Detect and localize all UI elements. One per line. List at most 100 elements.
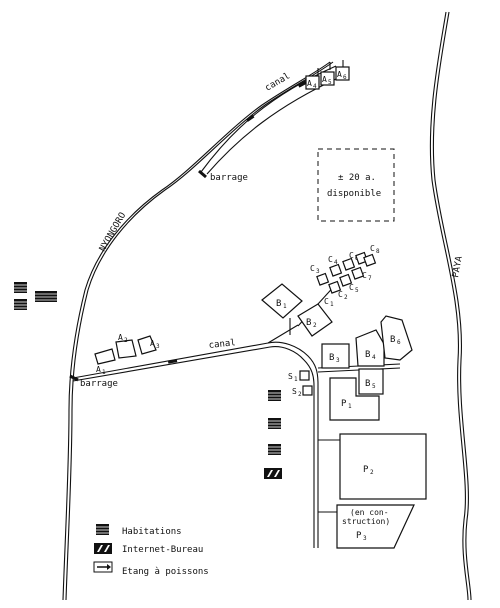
plot-c7: C 7 <box>355 251 372 282</box>
svg-text:1: 1 <box>294 376 298 383</box>
legend-habitations-label: Habitations <box>122 527 182 537</box>
svg-text:P: P <box>363 465 369 475</box>
svg-text:C: C <box>349 251 354 260</box>
legend-fish-pond-label: Etang à poissons <box>122 567 209 577</box>
legend: Habitations Internet-Bureau Etang à pois… <box>93 523 209 577</box>
svg-text:4: 4 <box>313 83 317 90</box>
plot-s1: S 1 <box>288 370 310 383</box>
svg-text:2: 2 <box>344 294 348 301</box>
legend-internet-bureau-icon <box>94 543 112 554</box>
svg-text:A: A <box>150 339 155 348</box>
svg-text:B: B <box>390 335 395 345</box>
svg-text:2: 2 <box>370 469 374 476</box>
svg-text:1: 1 <box>330 301 334 308</box>
svg-text:C: C <box>328 255 333 264</box>
svg-text:B: B <box>329 353 334 363</box>
plot-c3: C 3 <box>310 264 330 286</box>
svg-text:B: B <box>365 350 370 360</box>
plot-a1: A 1 <box>94 348 116 376</box>
svg-text:P: P <box>341 399 347 409</box>
svg-text:3: 3 <box>156 343 160 350</box>
svg-text:2: 2 <box>298 391 302 398</box>
svg-text:C: C <box>324 297 329 306</box>
plot-b2: B 2 <box>297 303 333 337</box>
lower-canal-label: canal <box>208 338 236 351</box>
plot-s2: S 2 <box>292 385 313 398</box>
available-area: ± 20 a. disponible <box>317 148 395 222</box>
plot-a3: A 3 <box>137 335 160 355</box>
lower-dam-label: barrage <box>80 379 118 389</box>
plot-c4: C 4 <box>328 255 343 277</box>
svg-text:1: 1 <box>348 403 352 410</box>
plot-b1: B 1 <box>261 283 303 319</box>
svg-text:B: B <box>306 318 311 328</box>
habitation-icon <box>267 417 282 430</box>
svg-text:struction): struction) <box>342 517 390 526</box>
plot-c8: C 8 <box>363 244 380 267</box>
svg-text:7: 7 <box>368 275 372 282</box>
river-label-paya: PAYA <box>451 255 465 279</box>
habitation-icon <box>13 281 28 294</box>
svg-text:1: 1 <box>283 303 287 310</box>
plot-b3: B 3 <box>321 343 350 369</box>
plot-a5: A 5 <box>320 71 335 86</box>
plot-a4: A 4 <box>305 75 320 90</box>
svg-text:3: 3 <box>363 535 367 542</box>
svg-text:3: 3 <box>316 268 320 275</box>
plot-p3: (en con- struction) P 3 <box>336 504 415 549</box>
svg-text:P: P <box>356 531 362 541</box>
river-paya <box>429 11 472 601</box>
plot-c2: C 2 <box>338 273 353 301</box>
habitation-icon <box>267 443 282 456</box>
habitation-icon <box>34 290 58 303</box>
svg-text:B: B <box>365 379 370 389</box>
svg-text:6: 6 <box>343 74 347 81</box>
plot-a2: A 2 <box>115 333 137 359</box>
svg-text:C: C <box>362 271 367 280</box>
svg-text:B: B <box>276 299 281 309</box>
svg-text:A: A <box>118 333 123 342</box>
svg-text:C: C <box>349 283 354 292</box>
river-label-nyongoro: NYONGORO <box>98 211 128 254</box>
legend-fish-pond-icon <box>93 561 113 573</box>
svg-text:4: 4 <box>334 259 338 266</box>
plot-b6: B 6 <box>380 315 413 361</box>
svg-text:S: S <box>288 372 293 381</box>
svg-text:2: 2 <box>124 337 128 344</box>
svg-text:C: C <box>370 244 375 253</box>
upper-dam-icon <box>198 169 207 179</box>
habitation-icon <box>267 389 282 402</box>
svg-text:A: A <box>96 365 101 374</box>
svg-text:5: 5 <box>355 287 359 294</box>
internet-bureau-icon <box>264 468 282 479</box>
svg-text:A: A <box>337 70 342 79</box>
svg-text:(en con-: (en con- <box>350 508 389 517</box>
svg-text:C: C <box>310 264 315 273</box>
plot-p1: P 1 <box>329 377 380 421</box>
legend-habitation-icon <box>95 523 110 536</box>
legend-internet-bureau-label: Internet-Bureau <box>122 545 203 555</box>
available-area-size: ± 20 a. <box>338 173 376 183</box>
available-area-label: disponible <box>327 189 381 199</box>
lower-canal <box>72 341 319 548</box>
habitation-icon <box>13 298 28 311</box>
plot-a6: A 6 <box>335 66 350 81</box>
svg-text:S: S <box>292 387 297 396</box>
lower-dam-icon <box>69 374 79 382</box>
svg-text:2: 2 <box>313 322 317 329</box>
svg-text:6: 6 <box>397 339 401 346</box>
plot-c6: C 6 <box>342 251 359 271</box>
river-nyongoro <box>62 61 334 601</box>
svg-text:8: 8 <box>376 248 380 255</box>
svg-text:A: A <box>322 75 327 84</box>
svg-text:1: 1 <box>102 369 106 376</box>
upper-dam-label: barrage <box>210 173 248 183</box>
plot-c5: C 5 <box>349 266 365 294</box>
plot-b4: B 4 <box>355 329 385 367</box>
svg-text:4: 4 <box>372 354 376 361</box>
plot-c1: C 1 <box>324 280 342 308</box>
svg-text:5: 5 <box>328 79 332 86</box>
plot-b5: B 5 <box>358 368 384 395</box>
svg-text:5: 5 <box>372 383 376 390</box>
